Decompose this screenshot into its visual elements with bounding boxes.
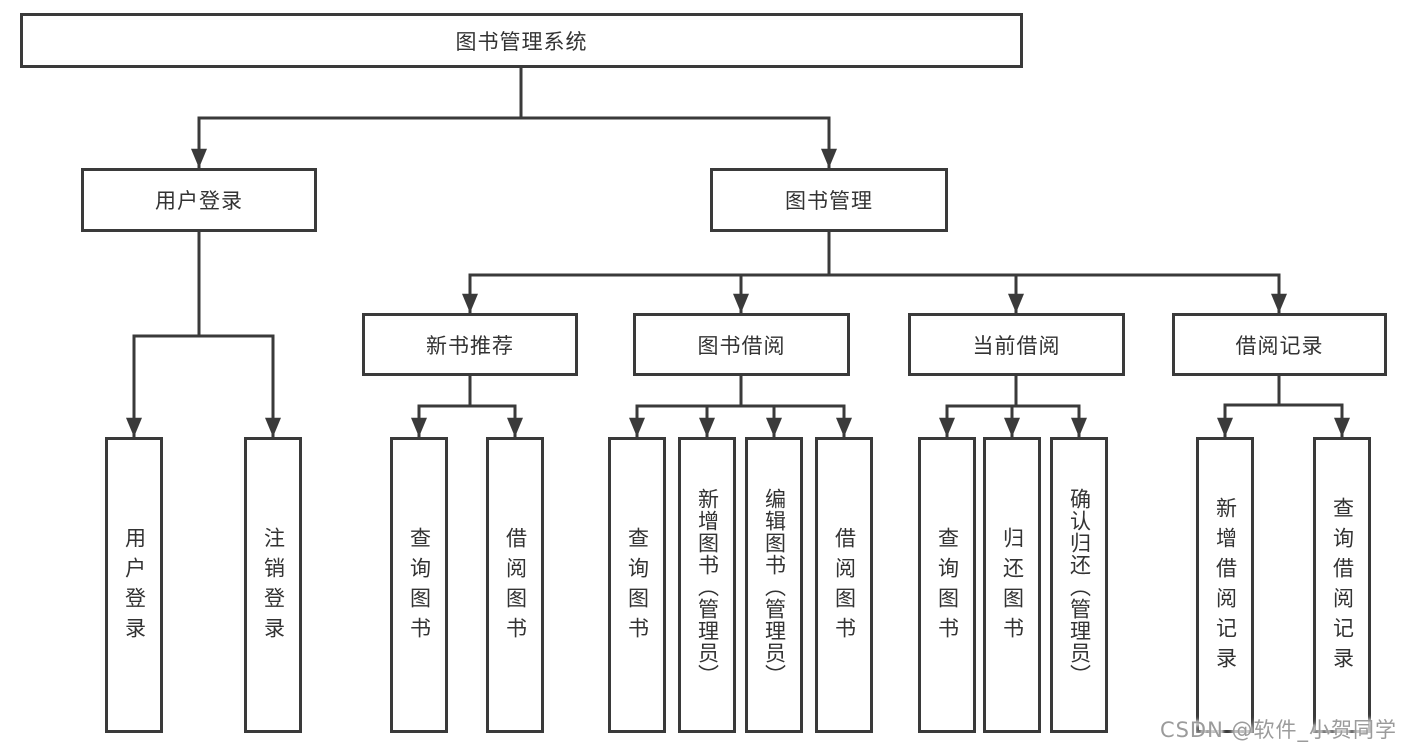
leaf-borrow-add-book-admin: 新增图书（管理员） (678, 437, 736, 733)
leaf-current-query-book: 查询图书 (918, 437, 976, 733)
node-current-borrow: 当前借阅 (908, 313, 1125, 376)
leaf-records-add-record: 新增借阅记录 (1196, 437, 1254, 733)
leaf-current-confirm-return-admin: 确认归还（管理员） (1050, 437, 1108, 733)
node-new-book-recommend: 新书推荐 (362, 313, 578, 376)
leaf-borrow-edit-book-admin: 编辑图书（管理员） (745, 437, 803, 733)
leaf-logout: 注销登录 (244, 437, 302, 733)
leaf-current-return-book: 归还图书 (983, 437, 1041, 733)
node-borrow-records: 借阅记录 (1172, 313, 1387, 376)
watermark: CSDN @软件_小贺同学 (1159, 718, 1397, 742)
node-book-borrow: 图书借阅 (633, 313, 850, 376)
leaf-recommend-borrow-book: 借阅图书 (486, 437, 544, 733)
node-user-login: 用户登录 (81, 168, 317, 232)
node-book-management: 图书管理 (710, 168, 948, 232)
leaf-user-login: 用户登录 (105, 437, 163, 733)
leaf-records-query-record: 查询借阅记录 (1313, 437, 1371, 733)
leaf-borrow-query-book: 查询图书 (608, 437, 666, 733)
leaf-borrow-borrow-book: 借阅图书 (815, 437, 873, 733)
node-root: 图书管理系统 (20, 13, 1023, 68)
leaf-recommend-query-book: 查询图书 (390, 437, 448, 733)
